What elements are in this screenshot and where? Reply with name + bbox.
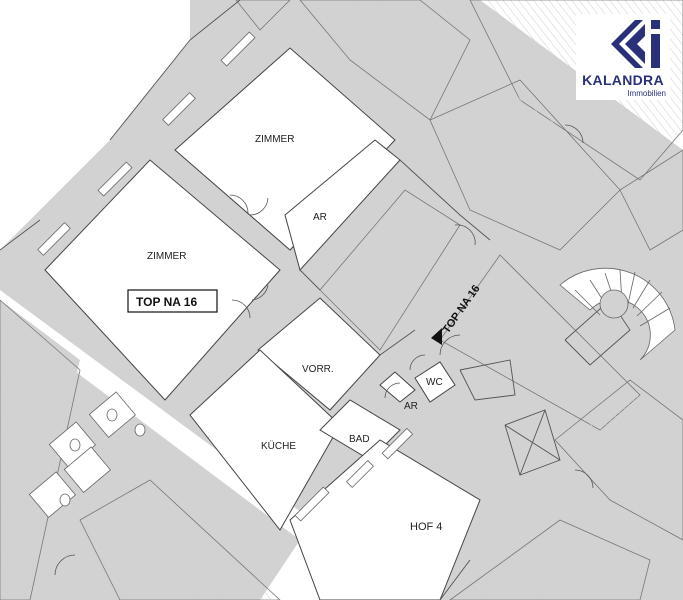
- room-label-ar-small: AR: [404, 401, 418, 412]
- apartment-rooms: [44, 47, 481, 600]
- room-label-zimmer-top: ZIMMER: [255, 134, 294, 145]
- kalandra-logo-icon: [611, 20, 660, 68]
- logo-subtitle: Immobilien: [627, 89, 666, 98]
- unit-label-box: [127, 289, 218, 313]
- entrance-arrow-icon: [431, 328, 442, 345]
- logo-name: KALANDRA: [582, 72, 664, 88]
- room-label-hof: HOF 4: [410, 521, 442, 533]
- room-label-ar-top: AR: [313, 212, 327, 223]
- wc-cubicles: [28, 391, 146, 518]
- room-label-wc: WC: [426, 377, 443, 388]
- windows: [37, 31, 414, 522]
- wall-lines: [0, 0, 631, 600]
- room-label-bad: BAD: [349, 434, 370, 445]
- unit-label: TOP NA 16: [136, 295, 197, 309]
- company-logo: KALANDRA Immobilien: [576, 14, 670, 100]
- room-label-vorr: VORR.: [302, 364, 334, 375]
- staircase: [559, 267, 676, 361]
- room-label-kueche: KÜCHE: [261, 440, 296, 452]
- room-label-zimmer-left: ZIMMER: [147, 251, 186, 262]
- door-swings: [54, 124, 594, 576]
